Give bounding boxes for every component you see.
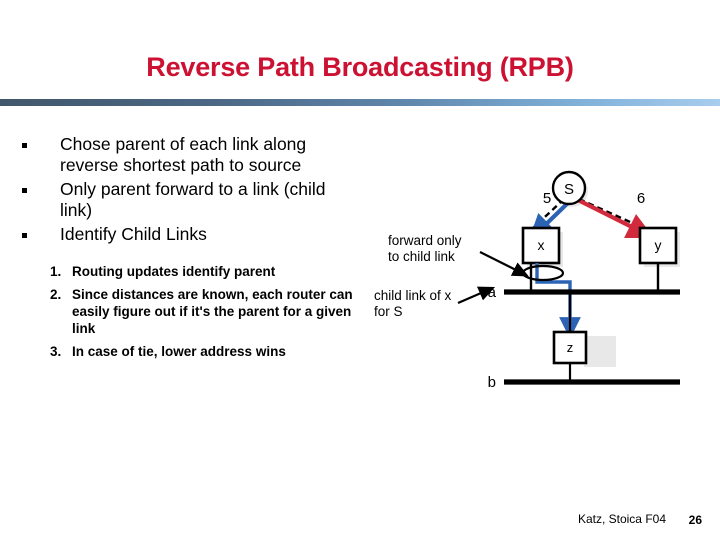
bullet-item-label: Identify Child Links — [60, 224, 207, 244]
numbered-item-label: Routing updates identify parent — [72, 264, 276, 279]
bus-a-label: a — [488, 284, 497, 301]
numbered-item-2: 2. Since distances are known, each route… — [50, 286, 370, 337]
numbered-item-marker: 1. — [50, 264, 62, 279]
numbered-list: 1. Routing updates identify parent 2. Si… — [50, 263, 370, 366]
square-bullet-icon — [22, 233, 27, 238]
network-diagram: S 5 6 x y a z b forward only to child — [370, 140, 720, 410]
title-divider-rule — [0, 99, 720, 106]
annotation-child-link-line1: child link of x — [374, 288, 452, 303]
link-cost-left-label: 5 — [543, 190, 551, 207]
page-title: Reverse Path Broadcasting (RPB) — [146, 52, 574, 82]
forward-path-x-to-z — [535, 263, 581, 339]
page-number: 26 — [688, 513, 702, 527]
bullet-item-label: Chose parent of each link along reverse … — [60, 134, 307, 175]
bullet-item-1: Chose parent of each link along reverse … — [14, 134, 364, 176]
square-bullet-icon — [22, 143, 27, 148]
numbered-item-label: Since distances are known, each router c… — [72, 287, 353, 336]
bullet-item-label: Only parent forward to a link (child lin… — [60, 179, 326, 220]
annotation-forward-only-line2: to child link — [388, 249, 455, 264]
node-router-z-label: z — [567, 340, 574, 355]
numbered-item-label: In case of tie, lower address wins — [72, 344, 286, 359]
bullet-item-2: Only parent forward to a link (child lin… — [14, 179, 364, 221]
annotation-forward-only-arrow — [479, 251, 529, 277]
node-source-label: S — [564, 181, 574, 198]
annotation-forward-only-line1: forward only — [388, 233, 462, 248]
numbered-item-3: 3. In case of tie, lower address wins — [50, 343, 370, 360]
bullet-list: Chose parent of each link along reverse … — [14, 134, 364, 248]
annotation-child-link-arrow — [457, 286, 496, 305]
link-cost-right-label: 6 — [637, 190, 645, 207]
bullet-item-3: Identify Child Links — [14, 224, 364, 245]
bus-b-label: b — [488, 374, 496, 391]
square-bullet-icon — [22, 188, 27, 193]
node-router-x-label: x — [538, 237, 545, 253]
forward-path-s-to-y — [575, 197, 655, 239]
child-link-marker-ellipse — [521, 264, 565, 282]
annotation-child-link-line2: for S — [374, 304, 403, 319]
node-source-circle — [551, 170, 587, 206]
node-router-y-label: y — [655, 237, 662, 253]
numbered-item-marker: 3. — [50, 344, 62, 359]
numbered-item-1: 1. Routing updates identify parent — [50, 263, 370, 280]
numbered-item-marker: 2. — [50, 287, 62, 302]
node-router-x-box — [521, 226, 561, 265]
footer-credit: Katz, Stoica F04 — [577, 512, 666, 526]
